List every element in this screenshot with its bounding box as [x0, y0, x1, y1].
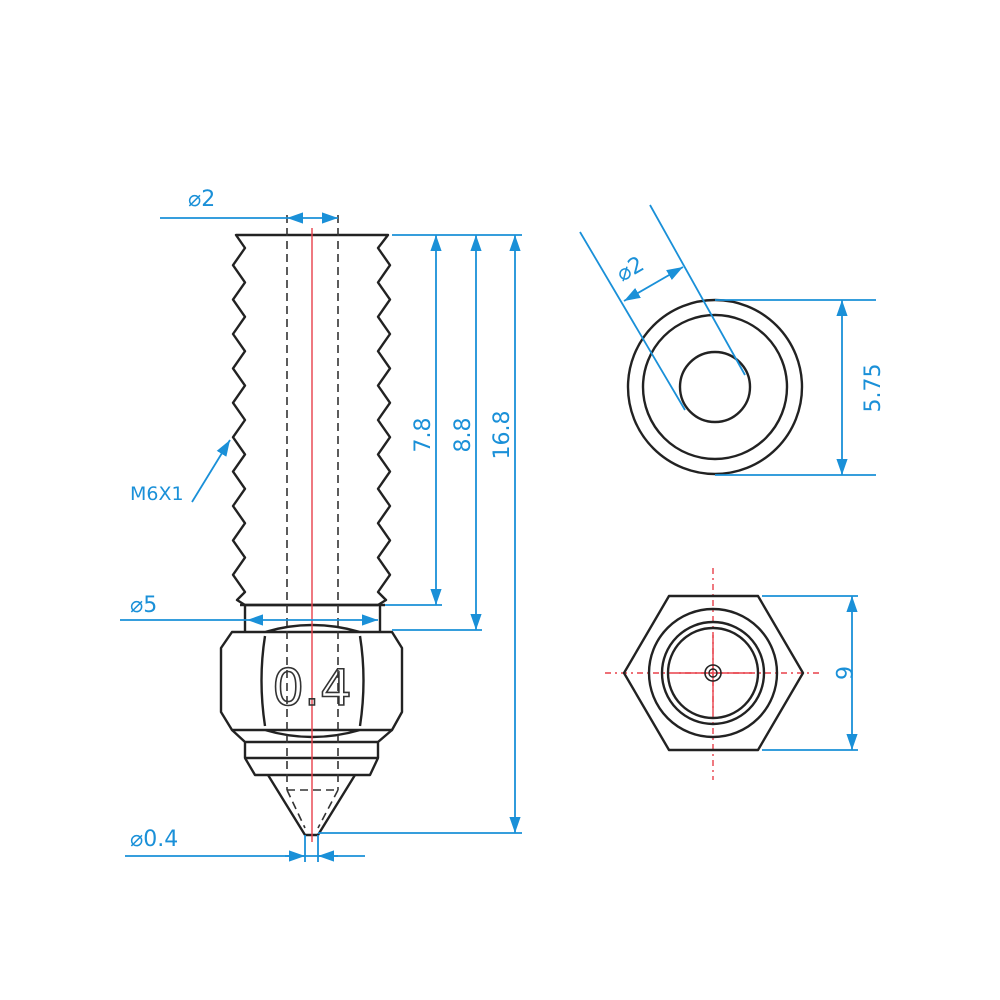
thread-neck-length-label: 8.8 — [451, 418, 476, 453]
tip-circle — [704, 664, 722, 682]
bore-diameter-label: ⌀2 — [188, 187, 215, 212]
bore-ext-lines — [579, 204, 746, 411]
bore-dim-line — [623, 266, 684, 302]
cone-inner-circle — [666, 626, 760, 720]
bottom-view: 6 — [605, 568, 858, 780]
extension-lines — [318, 234, 522, 834]
thread-label: M6X1 — [130, 483, 184, 505]
bore-hidden-lines — [286, 215, 339, 829]
hex-outline — [622, 594, 805, 752]
nozzle-size-marking: 0.4 — [272, 659, 352, 717]
bore-circle — [678, 350, 752, 424]
outer-diameter-label: 5.75 — [861, 364, 886, 413]
hex-ext-lines — [762, 595, 858, 751]
bottom-cross — [675, 635, 752, 712]
thread-length-label: 7.8 — [411, 418, 436, 453]
top-view: ⌀2 5.75 — [579, 204, 886, 476]
hex-size-label: 6 — [830, 666, 855, 680]
thread-circle — [641, 313, 789, 461]
outer-ext-lines — [715, 299, 876, 476]
nozzle-diameter-label: ⌀0.4 — [130, 827, 178, 852]
total-length-label: 16.8 — [490, 411, 515, 460]
neck-diameter-label: ⌀5 — [130, 593, 157, 618]
outer-circle — [626, 298, 804, 476]
top-bore-diameter-label: ⌀2 — [613, 252, 649, 287]
collar-circle — [647, 607, 779, 739]
orifice-circle — [708, 668, 718, 678]
thread-leader — [191, 439, 231, 503]
side-view: 0.4 ⌀2 ⌀5 ⌀0.4 M6X1 7.8 8.8 16.8 — [120, 187, 522, 862]
cone-circle — [660, 620, 766, 726]
